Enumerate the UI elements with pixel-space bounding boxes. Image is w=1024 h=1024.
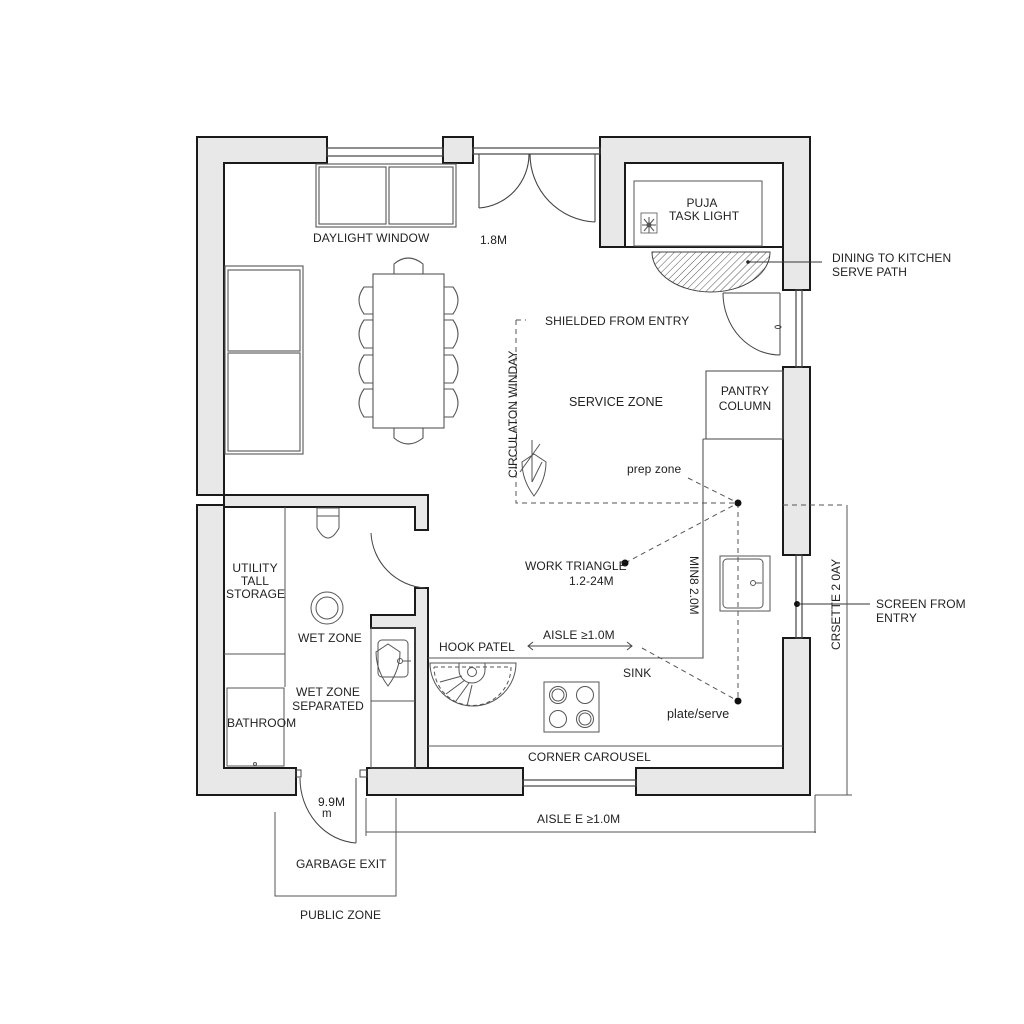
plate-serve-node bbox=[734, 697, 742, 705]
partition-dining-bath bbox=[223, 494, 429, 531]
window-top-left bbox=[326, 147, 444, 157]
shield-icon bbox=[519, 440, 547, 497]
corner-carousel-label: CORNER CAROUSEL bbox=[528, 750, 651, 764]
wash-basin-icon bbox=[377, 639, 411, 678]
garbage-exit-label: GARBAGE EXIT bbox=[296, 857, 387, 871]
wall-right-bottom bbox=[635, 637, 811, 796]
right-dim-label: CRSETTE 2 0AY bbox=[829, 558, 843, 650]
door-width-label: 1.8M bbox=[480, 233, 508, 247]
counter-dim-label: MIN8 2.0M bbox=[687, 556, 701, 615]
pantry-label-1: PANTRY bbox=[720, 384, 770, 398]
garbage-exit-door bbox=[295, 769, 368, 844]
entry-double-door bbox=[478, 153, 596, 223]
circulation-path bbox=[515, 319, 738, 504]
window-right-upper bbox=[795, 289, 803, 368]
sink-icon bbox=[719, 555, 771, 612]
serve-path-label-1: DINING TO KITCHEN bbox=[832, 251, 952, 265]
window-bottom bbox=[522, 779, 637, 787]
partition-bath-kitchen bbox=[370, 587, 429, 769]
puja-label-line1: PUJA bbox=[686, 196, 718, 210]
toilet-icon bbox=[316, 507, 340, 539]
corner-carousel-icon bbox=[429, 662, 517, 707]
wall-right-mid bbox=[782, 366, 811, 556]
right-counter bbox=[428, 438, 783, 659]
work-triangle-label-1: WORK TRIANGLE bbox=[525, 559, 627, 573]
serve-hatch-zone bbox=[651, 251, 771, 293]
public-zone-label: PUBLIC ZONE bbox=[300, 908, 382, 922]
pantry-label-2: COLUMN bbox=[718, 399, 772, 413]
window-top-door-frame bbox=[472, 147, 601, 155]
wet-zone-label: WET ZONE bbox=[298, 631, 362, 645]
wall-bottom-mid bbox=[366, 767, 524, 796]
dining-table-icon bbox=[358, 257, 459, 445]
utility-label-2: TALL bbox=[240, 574, 270, 588]
prep-zone-label: prep zone bbox=[627, 462, 682, 476]
plate-serve-label: plate/serve bbox=[667, 707, 730, 721]
aisle-arrow bbox=[527, 641, 633, 651]
hook-panel-label: HOOK PATEL bbox=[439, 640, 515, 654]
floor-drain-icon bbox=[310, 591, 344, 625]
utility-label-3: STORAGE bbox=[226, 587, 286, 601]
puja-niche-wall bbox=[624, 162, 784, 248]
public-zone-box bbox=[274, 798, 397, 897]
sofa-icon bbox=[224, 265, 304, 455]
puja-lamp-icon bbox=[640, 212, 658, 234]
shielded-label: SHIELDED FROM ENTRY bbox=[545, 314, 690, 328]
wet-zone-sep-label-2: SEPARATED bbox=[292, 699, 364, 713]
serve-path-label-2: SERVE PATH bbox=[832, 265, 908, 279]
vanity-shield-icon bbox=[375, 643, 401, 687]
bathroom-shower bbox=[226, 687, 285, 767]
window-right-lower bbox=[795, 554, 803, 639]
circulation-label: CIRCULATON WINDAY bbox=[506, 350, 520, 478]
work-triangle-label-2: 1.2-24M bbox=[569, 574, 614, 588]
utility-label-1: UTILITY bbox=[232, 561, 278, 575]
pantry-door bbox=[722, 292, 782, 356]
puja-label: PUJA bbox=[672, 196, 732, 210]
cooktop-icon bbox=[543, 681, 600, 733]
prep-leader bbox=[687, 477, 739, 504]
work-triangle-node bbox=[621, 559, 629, 567]
bathroom-label: BATHROOM bbox=[227, 716, 297, 730]
aisle-outer-label: AISLE E ≥1.0M bbox=[537, 812, 621, 826]
bathroom-door bbox=[370, 532, 426, 589]
wall-left-lower bbox=[196, 504, 297, 796]
aisle-inner-label: AISLE ≥1.0M bbox=[543, 628, 615, 642]
wall-top-pillar bbox=[442, 136, 474, 164]
exit-dim-label-2: m bbox=[322, 808, 332, 820]
wet-zone-sep-label-1: WET ZONE bbox=[296, 685, 360, 699]
triangle-edge-3 bbox=[641, 647, 739, 702]
task-light-label: TASK LIGHT bbox=[669, 209, 740, 223]
vanity-counter bbox=[370, 627, 416, 769]
daylight-window-seat bbox=[315, 163, 457, 228]
daylight-window-label: DAYLIGHT WINDOW bbox=[313, 231, 430, 245]
puja-shelf bbox=[633, 180, 763, 247]
triangle-edge-1 bbox=[624, 502, 739, 564]
exit-dim-label-1: 9.9M bbox=[318, 795, 346, 809]
screen-label-2: ENTRY bbox=[876, 611, 917, 625]
screen-label-1: SCREEN FROM bbox=[876, 597, 966, 611]
wall-top-left bbox=[196, 136, 328, 496]
prep-node bbox=[734, 499, 742, 507]
sink-label: SINK bbox=[623, 666, 652, 680]
service-zone-label: SERVICE ZONE bbox=[569, 395, 664, 409]
